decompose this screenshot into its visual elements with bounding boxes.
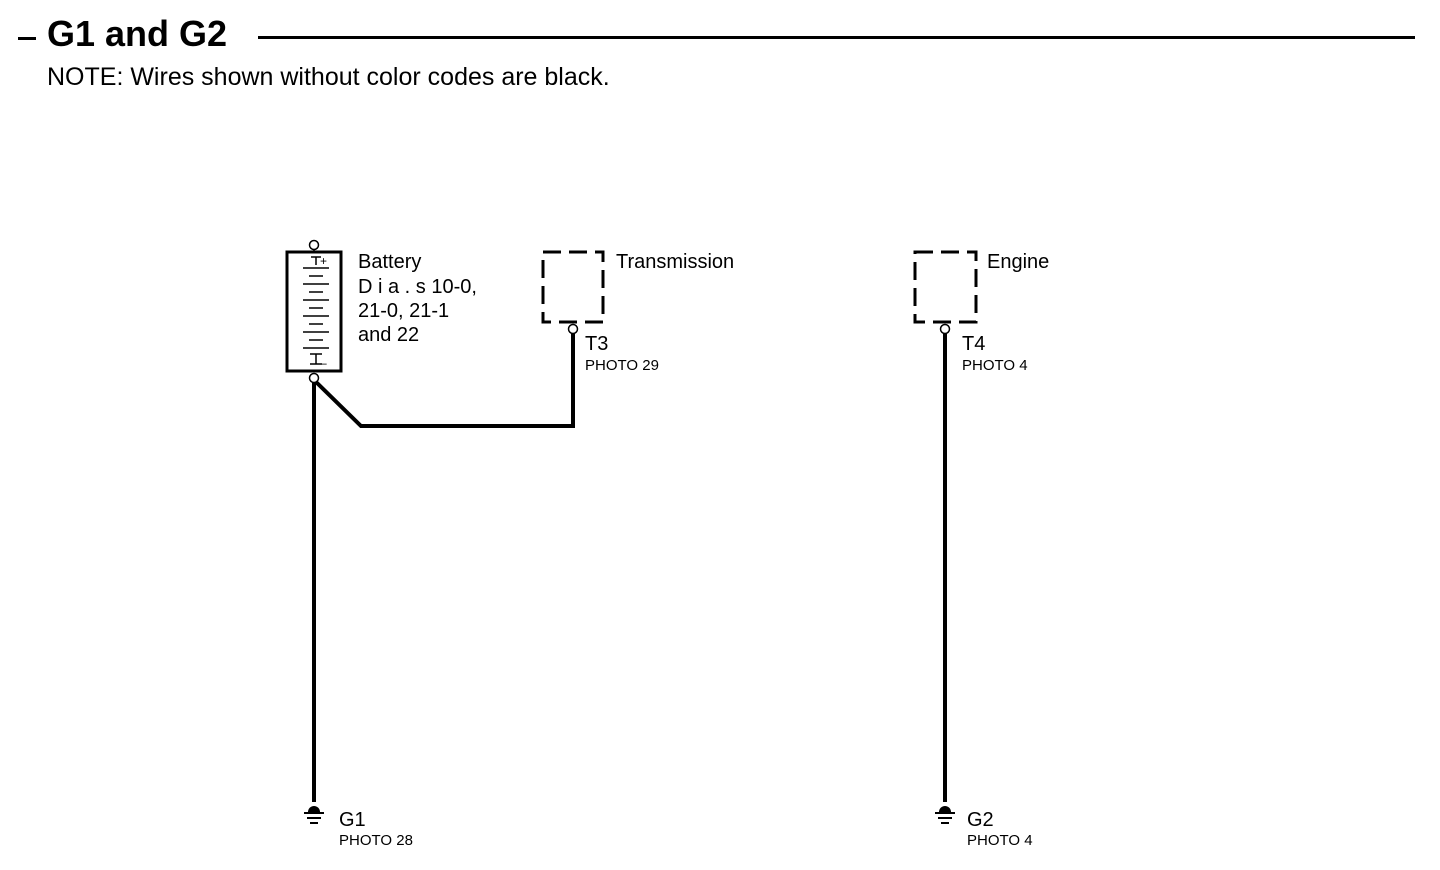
ground-g2-symbol [935,806,955,824]
transmission-label: Transmission [616,251,734,273]
page-title: G1 and G2 [47,13,228,54]
ground-g1-photo: PHOTO 28 [339,832,413,849]
terminal-t4 [939,323,951,335]
terminal-t3-label: T3 [585,333,608,355]
terminal-t4-label: T4 [962,333,985,355]
wire-battery-to-t3 [314,334,575,428]
ground-g2-photo: PHOTO 4 [967,832,1033,849]
transmission-component-box [541,250,605,324]
battery-ref-line1: D i a . s 10-0, [358,276,477,298]
title-dash [18,37,36,40]
battery-symbol: + – [285,239,343,384]
battery-box [285,250,343,373]
ground-g2-label: G2 [967,809,994,831]
battery-negative-terminal [308,372,320,384]
engine-label: Engine [987,251,1049,273]
battery-positive-terminal [308,239,320,251]
battery-ref-line3: and 22 [358,324,419,346]
terminal-t4-photo: PHOTO 4 [962,357,1028,374]
diagram-header: G1 and G2 NOTE: Wires shown without colo… [0,0,1440,100]
engine-component-box [913,250,978,324]
battery-label: Battery [358,251,421,273]
terminal-t3-photo: PHOTO 29 [585,357,659,374]
title-rule [258,36,1415,39]
ground-g1-label: G1 [339,809,366,831]
wire-color-note: NOTE: Wires shown without color codes ar… [47,63,610,91]
battery-plus-sign: + [320,254,327,268]
wires [312,334,947,802]
battery-minus-sign: – [320,356,327,370]
battery-ref-line2: 21-0, 21-1 [358,300,449,322]
battery-plates [303,256,329,365]
ground-g1-symbol [304,806,324,824]
terminal-t3 [567,323,579,335]
